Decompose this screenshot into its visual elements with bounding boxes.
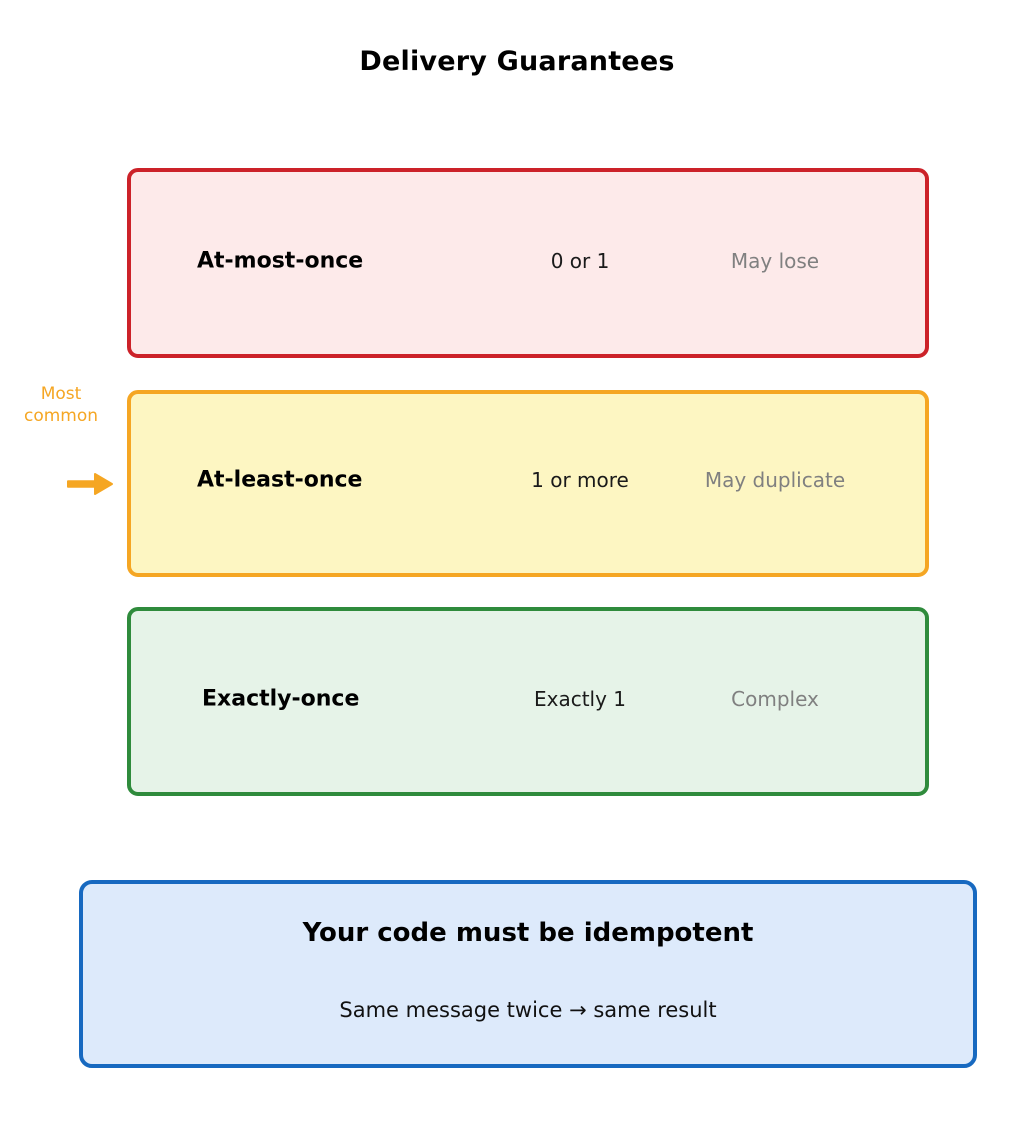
guarantee-note-at-most-once: May lose xyxy=(730,249,820,273)
guarantee-name-at-most-once: At-most-once xyxy=(197,248,364,274)
guarantee-note-at-least-once: May duplicate xyxy=(704,468,846,492)
most-common-line-2: common xyxy=(23,406,99,426)
guarantee-card-at-least-once: At-least-once 1 or more May duplicate xyxy=(127,390,929,577)
guarantee-note-exactly-once: Complex xyxy=(731,687,819,711)
guarantee-count-exactly-once: Exactly 1 xyxy=(533,687,627,711)
guarantee-count-at-least-once: 1 or more xyxy=(531,468,629,492)
guarantee-card-at-most-once: At-most-once 0 or 1 May lose xyxy=(127,168,929,358)
most-common-line-1: Most xyxy=(40,384,82,404)
idempotent-callout: Your code must be idempotent Same messag… xyxy=(79,880,977,1068)
arrow-right-icon xyxy=(67,473,113,495)
idempotent-heading: Your code must be idempotent xyxy=(302,918,754,948)
guarantee-card-exactly-once: Exactly-once Exactly 1 Complex xyxy=(127,607,929,796)
guarantee-name-exactly-once: Exactly-once xyxy=(202,686,360,712)
guarantee-name-at-least-once: At-least-once xyxy=(197,467,363,493)
idempotent-subtext: Same message twice → same result xyxy=(339,998,717,1022)
most-common-annotation: Most common xyxy=(0,383,122,427)
page-title: Delivery Guarantees xyxy=(359,46,675,77)
guarantee-count-at-most-once: 0 or 1 xyxy=(550,249,610,273)
